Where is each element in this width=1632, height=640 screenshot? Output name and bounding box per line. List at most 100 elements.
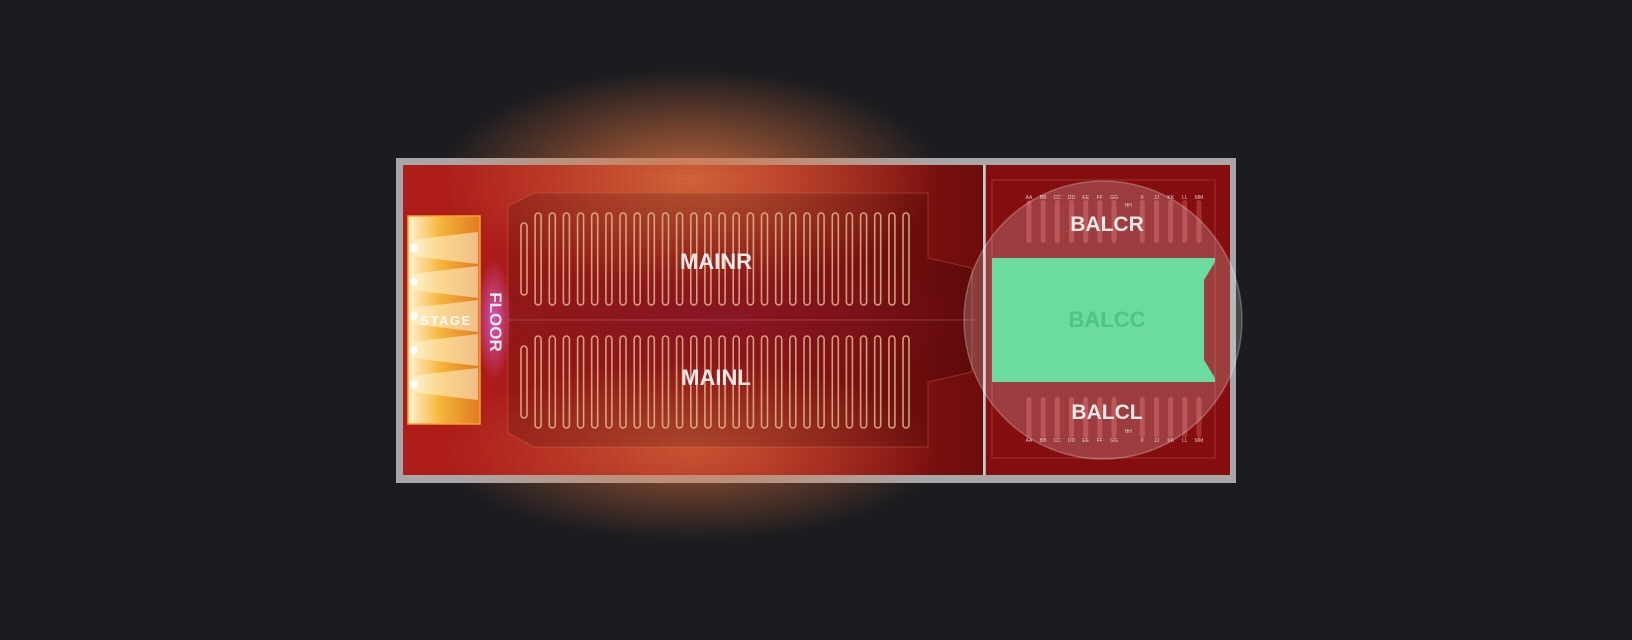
mainr-seat-row[interactable] [888, 212, 896, 306]
mainr-seat-row[interactable] [845, 212, 854, 306]
balcl-row-label: DD [1068, 438, 1076, 444]
mainl-seat-row[interactable] [746, 335, 755, 429]
mainl-seat-row[interactable] [732, 335, 741, 429]
mainl-seat-row[interactable] [520, 345, 528, 419]
mainr-seat-row[interactable] [633, 212, 642, 306]
mainr-seat-row[interactable] [760, 212, 769, 306]
mainr-seat-row[interactable] [576, 212, 585, 306]
balcl-seat-row[interactable] [1182, 397, 1188, 438]
balcl-seat-row[interactable] [1040, 397, 1046, 438]
balcr-seat-row[interactable] [1097, 200, 1103, 243]
mainr-seat-row[interactable] [689, 212, 698, 306]
balcr-row-label: HH [1125, 203, 1133, 209]
mainr-seat-row[interactable] [774, 212, 783, 306]
balcr-seat-row[interactable] [1054, 200, 1060, 243]
mainl-seat-row[interactable] [576, 335, 585, 429]
mainr-seat-row[interactable] [718, 212, 726, 306]
mainl-seat-row[interactable] [774, 335, 783, 429]
mainl-seat-row[interactable] [534, 335, 542, 429]
mainl-seat-row[interactable] [661, 335, 670, 429]
balcr-seat-row[interactable] [1111, 200, 1117, 243]
balcl-seat-row[interactable] [1054, 397, 1060, 438]
balcr-seat-row[interactable] [1139, 200, 1145, 243]
mainr-seat-row[interactable] [661, 212, 670, 306]
mainl-seat-row[interactable] [803, 335, 811, 429]
mainr-seat-row[interactable] [675, 212, 684, 306]
stage-beams [410, 232, 478, 400]
balcl-seat-row[interactable] [1069, 397, 1074, 438]
floor-label: FLOOR [486, 292, 505, 352]
mainl-seat-row[interactable] [788, 335, 797, 429]
balcl-seat-row[interactable] [1154, 397, 1159, 438]
balcr-seat-row[interactable] [1154, 200, 1159, 243]
mainl-seat-row[interactable] [633, 335, 642, 429]
balcr-seat-row[interactable] [1040, 200, 1046, 243]
balcr-row-label: II [1141, 195, 1144, 201]
mainr-seat-row[interactable] [902, 212, 910, 306]
balcr-seat-row[interactable] [1196, 200, 1202, 243]
mainl-seat-row[interactable] [902, 335, 910, 429]
mainl-seat-row[interactable] [873, 335, 882, 429]
mainl-seat-row[interactable] [831, 335, 840, 429]
stage-light [410, 380, 418, 388]
balcr-row-label: KK [1167, 195, 1174, 201]
balcl-seat-row[interactable] [1026, 397, 1032, 438]
balcr-seat-row[interactable] [1168, 200, 1174, 243]
mainl-seat-row[interactable] [760, 335, 769, 429]
balcl-seat-row[interactable] [1083, 397, 1089, 438]
mainl-seat-row[interactable] [859, 335, 868, 429]
mainr-seat-row[interactable] [817, 212, 825, 306]
mainr-seat-row[interactable] [619, 212, 627, 306]
mainr-seat-row[interactable] [873, 212, 882, 306]
mainl-seat-row[interactable] [605, 335, 613, 429]
mainl-seat-row[interactable] [888, 335, 896, 429]
mainr-seat-row[interactable] [520, 222, 528, 296]
balcl-row-label: II [1141, 438, 1144, 444]
mainr-seat-row[interactable] [788, 212, 797, 306]
mainr-seat-row[interactable] [859, 212, 868, 306]
balcr-seat-row[interactable] [1026, 200, 1032, 243]
mainr-seat-row[interactable] [605, 212, 613, 306]
balcl-row-label: FF [1097, 438, 1103, 444]
mainl-seat-row[interactable] [718, 335, 726, 429]
section-label-balcl: BALCL [1071, 401, 1142, 424]
mainl-seat-row[interactable] [619, 335, 627, 429]
section-label-mainr: MAINR [680, 249, 752, 274]
mainr-seat-row[interactable] [548, 212, 557, 306]
mainl-seat-row[interactable] [845, 335, 854, 429]
mainr-seat-row[interactable] [732, 212, 741, 306]
mainl-seat-row[interactable] [817, 335, 825, 429]
section-balcc[interactable]: BALCC [992, 258, 1215, 382]
mainl-seat-row[interactable] [590, 335, 599, 429]
balcl-seat-row[interactable] [1168, 397, 1174, 438]
mainl-seat-row[interactable] [647, 335, 656, 429]
mainr-seat-row[interactable] [803, 212, 811, 306]
floor-section[interactable]: FLOOR [476, 260, 512, 380]
balcl-seat-row[interactable] [1196, 397, 1202, 438]
mainr-seat-row[interactable] [562, 212, 571, 306]
balcl-seat-row[interactable] [1139, 397, 1145, 438]
mainr-seat-row[interactable] [534, 212, 542, 306]
balcr-seat-row[interactable] [1069, 200, 1074, 243]
mainr-seat-row[interactable] [590, 212, 599, 306]
mainr-seat-row[interactable] [704, 212, 712, 306]
section-mainr[interactable]: MAINR [520, 212, 910, 306]
mainr-rows [520, 212, 910, 306]
mainr-seat-row[interactable] [746, 212, 755, 306]
mainl-seat-row[interactable] [689, 335, 698, 429]
section-mainl[interactable]: MAINL [520, 335, 910, 429]
balcr-seat-row[interactable] [1182, 200, 1188, 243]
mainl-seat-row[interactable] [675, 335, 684, 429]
balcl-seat-row[interactable] [1111, 397, 1117, 438]
stage[interactable]: STAGE [407, 215, 481, 425]
mainr-seat-row[interactable] [647, 212, 656, 306]
mainl-seat-row[interactable] [704, 335, 712, 429]
mainl-seat-row[interactable] [548, 335, 557, 429]
mainr-seat-row[interactable] [831, 212, 840, 306]
mainl-seat-row[interactable] [562, 335, 571, 429]
balcr-seat-row[interactable] [1083, 200, 1089, 243]
balcl-seat-row[interactable] [1097, 397, 1103, 438]
